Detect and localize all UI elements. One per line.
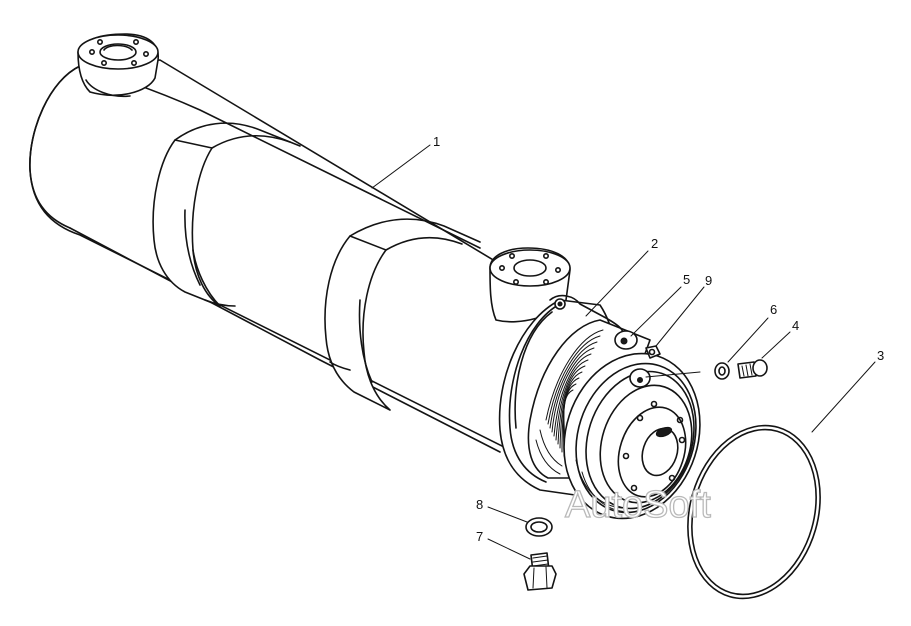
cylinder-barrel: [29, 33, 561, 456]
sealing-ring-part-8: [525, 517, 553, 537]
callout-5: 5: [683, 272, 690, 287]
callout-6: 6: [770, 302, 777, 317]
callout-8: 8: [476, 497, 483, 512]
callout-4: 4: [792, 318, 799, 333]
washer-part-6: [714, 362, 730, 380]
front-mount-block: [489, 247, 571, 323]
callout-3: 3: [877, 348, 884, 363]
cap-pin: [629, 368, 651, 388]
end-cap-flange: [563, 352, 701, 520]
screw-part-4: [737, 359, 768, 379]
drain-plug-part-7: [523, 552, 557, 591]
watermark-text: AutoSoft: [565, 484, 711, 526]
leader-lines: [371, 144, 876, 560]
callout-9: 9: [705, 273, 712, 288]
callout-labels: 1 2 3 4 5 6 7 8 9: [433, 134, 884, 544]
grease-nipple-part-9: [645, 345, 661, 359]
o-ring-part-3: [687, 424, 821, 600]
callout-2: 2: [651, 236, 658, 251]
callout-7: 7: [476, 529, 483, 544]
callout-1: 1: [433, 134, 440, 149]
